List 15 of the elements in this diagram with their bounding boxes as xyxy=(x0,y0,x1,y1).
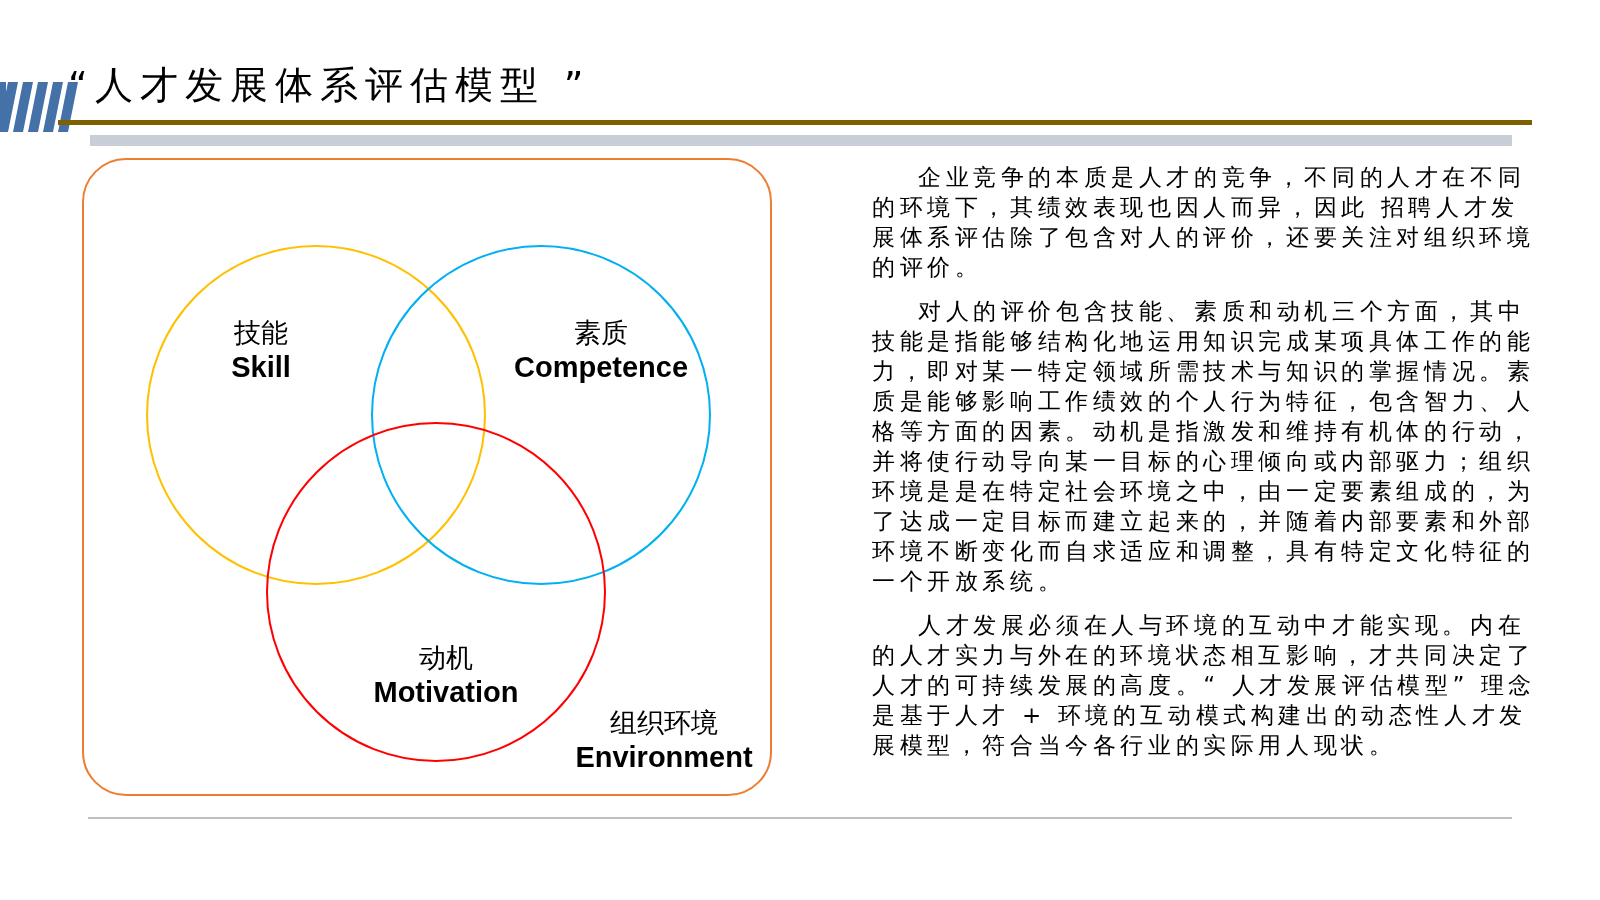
body-paragraph: 对人的评价包含技能、素质和动机三个方面，其中技能是指能够结构化地运用知识完成某项具体工作的能力，即对某一特定领域所需技术与知识的掌握情况。素质是能够影响工作绩效的个人行为特征，包含智力、人格等方面的因素。动机是指激发和维持有机体的行动，并将使行动导向某一目标的心理倾向或内部驱力；组织环境是是在特定社会环境之中，由一定要素组成的，为了达成一定目标而建立起来的，并随着内部要素和外部环境不断变化而自求适应和调整，具有特定文化特征的一个开放系统。 xyxy=(872,297,1536,596)
node-heading: 动机 xyxy=(418,641,474,675)
body-paragraph: 人才发展必须在人与环境的互动中才能实现。内在的人才实力与外在的环境状态相互影响，才共同决定了人才的可持续发展的高度。“ 人才发展评估模型” 理念是基于人才 + 环境的互动模式构建出的动态性人才发展模型，符合当今各行业的实际用人现状。 xyxy=(872,611,1538,760)
rounded-frame xyxy=(82,158,772,796)
node-heading: 组织环境 xyxy=(609,706,719,740)
venn-circle xyxy=(371,245,711,585)
node-label: Motivation xyxy=(372,676,520,709)
venn-circle xyxy=(146,245,486,585)
node-heading: 素质 xyxy=(573,316,629,350)
node-label: Skill xyxy=(230,351,292,384)
slide-title: “人才发展体系评估模型 ” xyxy=(68,62,591,109)
node-label: Environment xyxy=(574,741,754,774)
body-paragraph: 企业竞争的本质是人才的竞争，不同的人才在不同的环境下，其绩效表现也因人而异，因此 招聘人才发展体系评估除了包含对人的评价，还要关注对组织环境的评价。 xyxy=(872,163,1536,282)
node-heading: 技能 xyxy=(233,316,289,350)
node-label: Competence xyxy=(512,351,689,384)
